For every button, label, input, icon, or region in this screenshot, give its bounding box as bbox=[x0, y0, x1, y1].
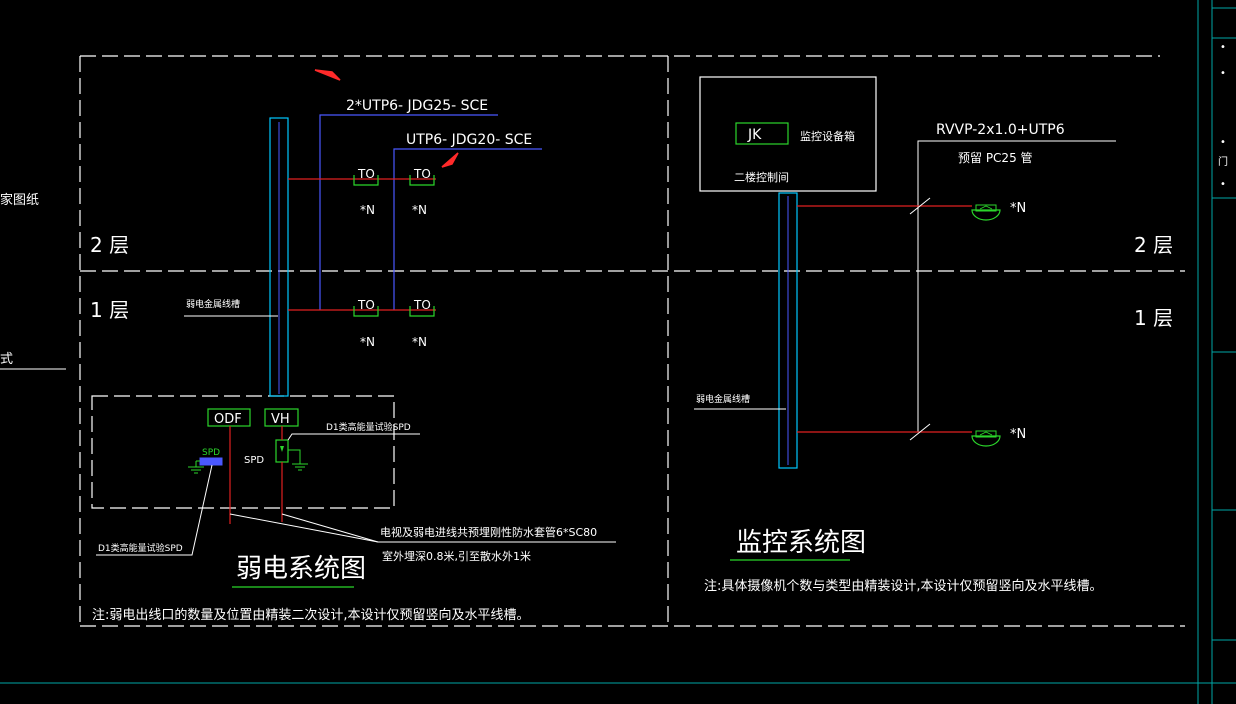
monitor-conduit-label: 预留 PC25 管 bbox=[958, 150, 1033, 165]
weak-current-title: 弱电系统图 bbox=[236, 554, 366, 584]
cable-2utp6-line bbox=[319, 114, 498, 310]
right-strip-fragments: • • • 门 • bbox=[1218, 42, 1228, 190]
red-arrow-top-icon bbox=[314, 69, 341, 81]
ground-right-icon bbox=[291, 457, 309, 471]
weak-current-system: TO TO TO TO *N *N *N *N 2*UTP6- JDG25- S… bbox=[92, 69, 616, 623]
right-fragment-1: • bbox=[1220, 42, 1226, 53]
jk-box[interactable] bbox=[735, 122, 789, 145]
spd-d1-right-label: D1类高能量试验SPD bbox=[326, 421, 411, 433]
monitor-cabinet-label: 监控设备箱 bbox=[800, 129, 855, 143]
floor-label-1-left: 1 层 bbox=[90, 298, 129, 322]
conduit-note-line2: 室外埋深0.8米,引至散水外1米 bbox=[382, 549, 531, 563]
left-fragment-format: 式 bbox=[0, 352, 13, 367]
outlet-label-2f-b: TO bbox=[413, 167, 431, 181]
outlet-count-1f-a: *N bbox=[360, 335, 375, 349]
spd-left-device[interactable] bbox=[199, 457, 223, 466]
camera-count-1f: *N bbox=[1010, 427, 1026, 442]
weak-riser-tray[interactable] bbox=[269, 117, 289, 397]
monitor-tray-label: 弱电金属线槽 bbox=[696, 393, 750, 405]
outlet-label-2f-a: TO bbox=[357, 167, 375, 181]
floor-label-2-left: 2 层 bbox=[90, 233, 129, 257]
outlet-label-1f-b: TO bbox=[413, 298, 431, 312]
red-arrow-mid-icon bbox=[441, 152, 459, 168]
jk-label: JK bbox=[747, 127, 762, 143]
control-room-box bbox=[699, 76, 877, 192]
spd-d1-left-label: D1类高能量试验SPD bbox=[98, 542, 183, 554]
camera-count-2f: *N bbox=[1010, 201, 1026, 216]
camera-1f-icon[interactable] bbox=[971, 430, 1001, 447]
cable-utp6-line bbox=[393, 148, 542, 310]
floor-label-2-right: 2 层 bbox=[1134, 233, 1173, 257]
left-fragment-drawing: 家图纸 bbox=[0, 192, 39, 208]
outlet-count-2f-a: *N bbox=[360, 203, 375, 217]
control-room-label: 二楼控制间 bbox=[734, 170, 789, 184]
outlet-count-1f-b: *N bbox=[412, 335, 427, 349]
cable-label-utp6: UTP6- JDG20- SCE bbox=[406, 132, 532, 148]
monitor-cable-label: RVVP-2x1.0+UTP6 bbox=[936, 122, 1065, 138]
weak-current-note: 注:弱电出线口的数量及位置由精装二次设计,本设计仅预留竖向及水平线槽。 bbox=[92, 607, 530, 623]
outlet-count-2f-b: *N bbox=[412, 203, 427, 217]
spd-arrow-icon bbox=[280, 446, 284, 452]
conduit-note-line1: 电视及弱电进线共预埋刚性防水套管6*SC80 bbox=[380, 525, 597, 539]
right-fragment-2: • bbox=[1220, 68, 1226, 79]
spd-label: SPD bbox=[244, 455, 264, 466]
odf-label: ODF bbox=[214, 412, 242, 427]
outlet-label-1f-a: TO bbox=[357, 298, 375, 312]
weak-tray-label: 弱电金属线槽 bbox=[186, 298, 240, 310]
floor-label-1-right: 1 层 bbox=[1134, 306, 1173, 330]
monitoring-note: 注:具体摄像机个数与类型由精装设计,本设计仅预留竖向及水平线槽。 bbox=[704, 578, 1103, 594]
vh-label: VH bbox=[271, 412, 290, 427]
odf-box[interactable] bbox=[207, 408, 251, 427]
cable-label-2utp6: 2*UTP6- JDG25- SCE bbox=[346, 98, 488, 114]
spd-small-label: SPD bbox=[202, 448, 220, 458]
right-fragment-3: • bbox=[1220, 137, 1226, 148]
dashed-frames bbox=[79, 55, 1185, 627]
camera-2f-icon[interactable] bbox=[971, 204, 1001, 221]
monitor-riser-tray[interactable] bbox=[778, 192, 798, 469]
right-fragment-5: 门 bbox=[1218, 155, 1228, 168]
right-fragment-6: • bbox=[1220, 179, 1226, 190]
monitoring-system: JK 监控设备箱 二楼控制间 弱电金属线槽 RVVP-2x1.0+UTP6 预留… bbox=[694, 76, 1116, 594]
monitoring-title: 监控系统图 bbox=[736, 528, 866, 558]
